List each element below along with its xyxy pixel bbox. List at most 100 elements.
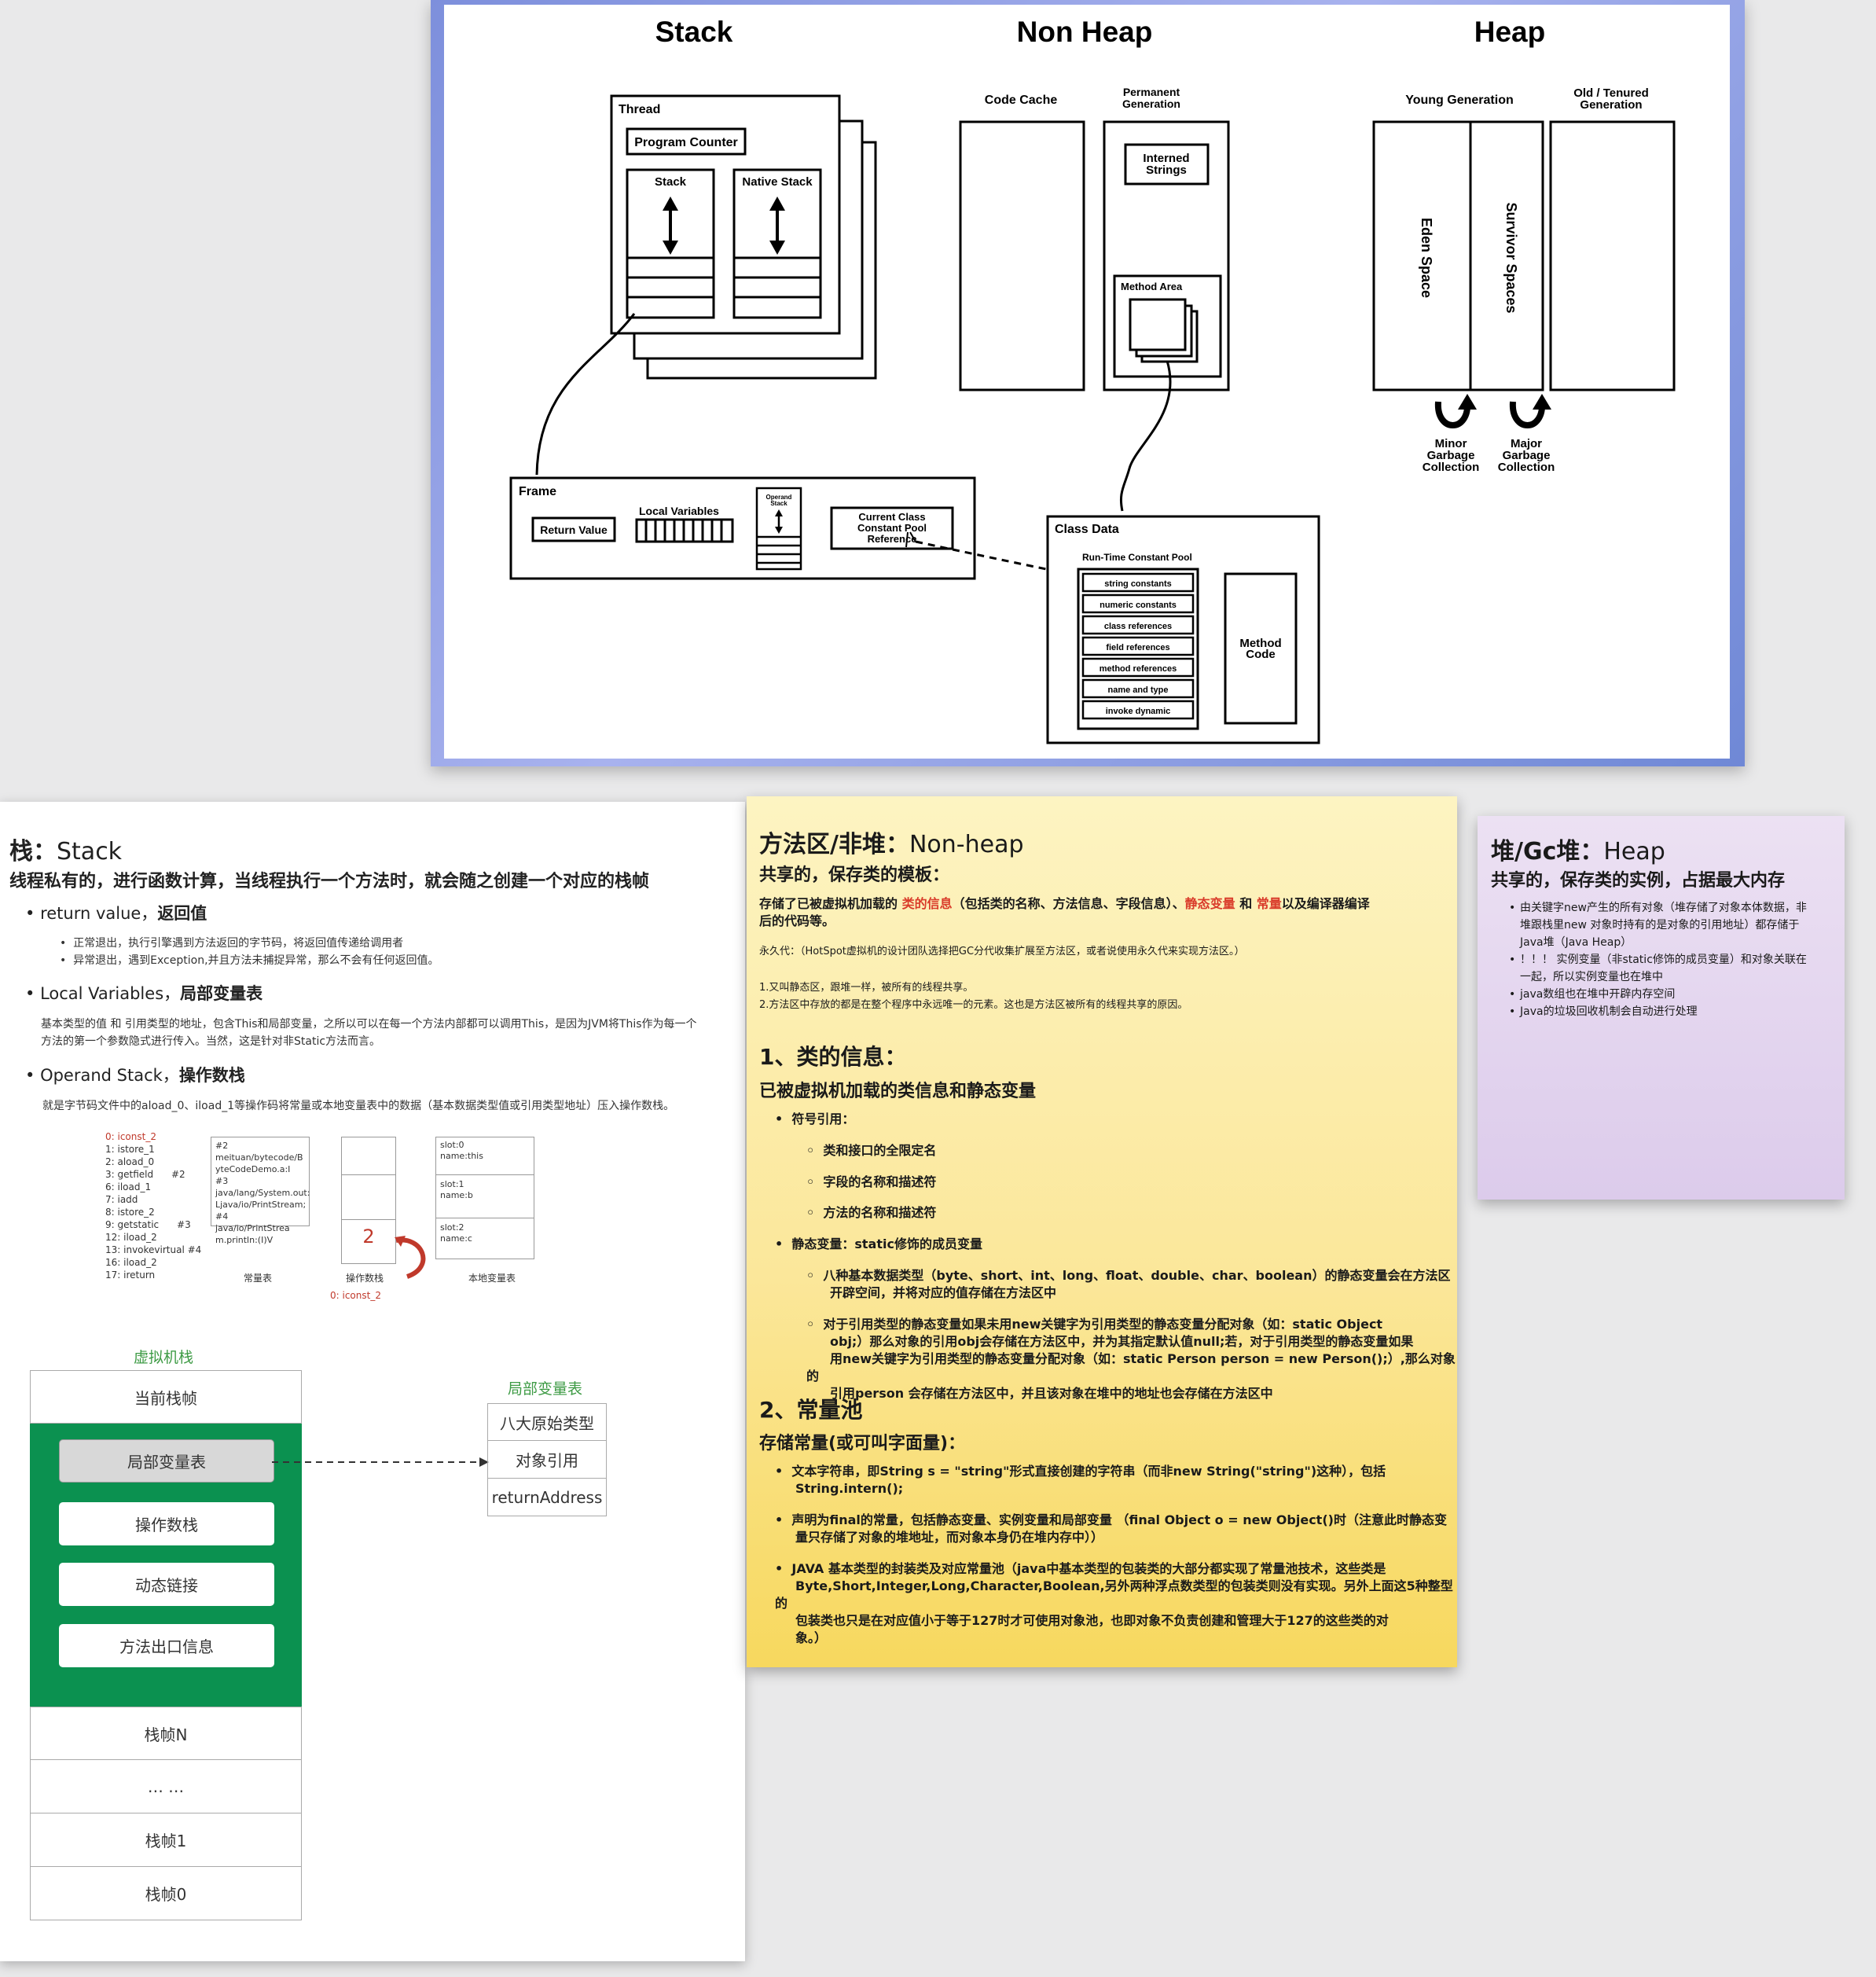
constant-pool-entry: #3 xyxy=(215,1176,229,1186)
constant-item-3: • JAVA 基本类型的封装类及对应常量池（java中基本类型的包装类的大部分都… xyxy=(775,1561,1453,1645)
static-item-2: ◦ 对于引用类型的静态变量如果未用new关键字为引用类型的静态变量分配对象（如：… xyxy=(806,1317,1456,1401)
slot-1-a: slot:1 xyxy=(440,1179,464,1189)
rv-en: return value， xyxy=(40,904,158,923)
symbol-item-3: ◦ 方法的名称和描述符 xyxy=(806,1205,937,1220)
rtcp-item-box xyxy=(1081,636,1195,656)
slot-2-b: name:c xyxy=(440,1233,472,1244)
static-var: • 静态变量：static修饰的成员变量 xyxy=(775,1237,982,1251)
method-code-label-2: Code xyxy=(1246,648,1276,661)
non-heap-intro: 存储了已被虚拟机加载的 类的信息（包括类的名称、方法信息、字段信息）、静态变量 … xyxy=(759,895,1451,930)
lvt-block: 局部变量表 xyxy=(59,1439,274,1483)
slot-1-b: name:b xyxy=(440,1190,473,1200)
c2-2: 量只存储了对象的堆地址，而对象本身仍在堆内存中）） xyxy=(795,1530,1104,1545)
current-frame-body: 局部变量表 操作数栈 动态链接 方法出口信息 xyxy=(30,1424,302,1707)
bytecode-line: 9: getstatic #3 xyxy=(105,1219,191,1230)
sym-item-1: 类和接口的全限定名 xyxy=(823,1143,937,1158)
c3-2: Byte,Short,Integer,Long,Character,Boolea… xyxy=(775,1578,1453,1611)
non-heap-subtitle: 共享的，保存类的模板： xyxy=(759,865,950,885)
non-heap-note-title: 方法区/非堆：Non-heap xyxy=(759,825,1024,859)
c3-1: JAVA 基本类型的封装类及对应常量池（java中基本类型的包装类的大部分都实现… xyxy=(791,1561,1386,1576)
slot-0-b: name:this xyxy=(440,1151,483,1161)
thread-label: Thread xyxy=(619,103,660,116)
rv-item-1: 正常退出，执行引擎遇到方法返回的字节码，将返回值传递给调用者 xyxy=(73,937,404,950)
p1-d: 以及编译器编译 xyxy=(1281,896,1370,911)
static-item-1: ◦ 八种基本数据类型（byte、short、int、long、float、dou… xyxy=(806,1268,1451,1300)
constant-pool-entry: java/io/PrintStrea xyxy=(215,1223,290,1233)
minor-gc-2: Garbage xyxy=(1427,449,1475,462)
major-gc-1: Major xyxy=(1511,437,1542,450)
method-area-connector xyxy=(1119,360,1172,512)
operand-caption: 0: iconst_2 xyxy=(330,1290,381,1301)
rv-item-2: 异常退出，遇到Exception,并且方法未捕捉异常，那么不会有任何返回值。 xyxy=(73,954,439,967)
static-a1: 八种基本数据类型（byte、short、int、long、float、doubl… xyxy=(823,1268,1451,1283)
interned-label-2: Strings xyxy=(1146,164,1187,177)
os-en: Operand Stack， xyxy=(40,1066,179,1085)
constant-pool-entry: #4 xyxy=(215,1211,229,1222)
local-variables-label: Local Variables xyxy=(639,505,719,517)
section-constant-pool-title: 2、常量池 xyxy=(759,1397,863,1423)
static-b4: 引用person 会存储在方法区中，并且该对象在堆中的地址也会存储在方法区中 xyxy=(830,1386,1273,1401)
stack-label: Stack xyxy=(655,175,687,189)
major-gc-2: Garbage xyxy=(1503,449,1551,462)
ccp-reference-box xyxy=(830,506,954,550)
survivor-label: Survivor Spaces xyxy=(1503,202,1519,313)
constant-pool-entry: meituan/bytecode/B xyxy=(215,1152,303,1163)
frame-n: 栈帧N xyxy=(30,1707,302,1760)
constant-item-2: • 声明为final的常量，包括静态变量、实例变量和局部变量 （final Ob… xyxy=(775,1512,1447,1545)
method-area-stack xyxy=(1129,298,1199,363)
rtcp-item-label: numeric constants xyxy=(1100,601,1177,610)
p1-e: 后的代码等。 xyxy=(759,913,835,928)
minor-gc-3: Collection xyxy=(1423,461,1480,474)
operand-heading: • Operand Stack，操作数栈 xyxy=(25,1066,245,1085)
program-counter-box xyxy=(626,127,747,156)
native-stack-label: Native Stack xyxy=(742,175,813,189)
method-area-label: Method Area xyxy=(1121,281,1183,292)
lv-cn: 局部变量表 xyxy=(180,984,263,1003)
symbol-item-1: ◦ 类和接口的全限定名 xyxy=(806,1143,937,1158)
bytecode-line: 1: istore_1 xyxy=(105,1144,155,1155)
interned-label-1: Interned xyxy=(1143,152,1189,165)
operand-stack-label-2: Stack xyxy=(770,500,787,507)
lvt-primitive-types: 八大原始类型 xyxy=(487,1403,607,1441)
nh-title-en: Non-heap xyxy=(909,831,1024,858)
perm-gen-label-1: Permanent xyxy=(1123,86,1180,98)
static-label: 静态变量：static修饰的成员变量 xyxy=(791,1237,982,1251)
symbol-item-2: ◦ 字段的名称和描述符 xyxy=(806,1174,937,1189)
rtcp-item-label: field references xyxy=(1106,643,1169,652)
static-b2: obj;）那么对象的引用obj会存储在方法区中，并为其指定默认值null;若，对… xyxy=(830,1334,1414,1349)
old-gen-label-1: Old / Tenured xyxy=(1573,86,1649,100)
local-vars-desc-1: 基本类型的值 和 引用类型的地址，包含This和局部变量，之所以可以在每一个方法… xyxy=(41,1018,697,1031)
jvm-memory-diagram: Stack Non Heap Heap Thread Program Count… xyxy=(444,5,1730,759)
bytecode-line: 3: getfield #2 xyxy=(105,1169,185,1180)
non-heap-title: Non Heap xyxy=(1017,16,1153,48)
constant-pool-label: 常量表 xyxy=(244,1273,273,1284)
ccp-label-2: Constant Pool xyxy=(857,522,927,534)
perm-gen-label-2: Generation xyxy=(1122,97,1180,110)
old-generation-box xyxy=(1549,120,1676,391)
operand-desc: 就是字节码文件中的aload_0、iload_1等操作码将常量或本地变量表中的数… xyxy=(42,1100,675,1112)
constant-pool-entry: Ljava/io/PrintStream; xyxy=(215,1200,307,1210)
c2-1: 声明为final的常量，包括静态变量、实例变量和局部变量 （final Obje… xyxy=(791,1512,1447,1527)
local-variable-table-label: 本地变量表 xyxy=(468,1273,516,1284)
operand-stack-label-1: Operand xyxy=(766,494,792,501)
local-vars-desc-2: 方法的第一个参数隐式进行传入。当然，这是针对非Static方法而言。 xyxy=(41,1035,381,1048)
c1-1: 文本字符串，即String s = "string"形式直接创建的字符串（而非n… xyxy=(791,1464,1386,1479)
bytecode-line: 16: iload_2 xyxy=(105,1257,157,1268)
heap-title-cn: 堆/Gc堆： xyxy=(1491,838,1604,865)
heap-note-item: •由关键字new产生的所有对象（堆存储了对象本体数据，非堆跟栈里new 对象时持… xyxy=(1509,902,1807,949)
frame-1: 栈帧1 xyxy=(30,1813,302,1867)
local-variables-box xyxy=(635,518,734,543)
return-value-label: Return Value xyxy=(540,524,608,536)
p1-class-info: 类的信息 xyxy=(901,896,953,911)
bytecode-line: 0: iconst_2 xyxy=(105,1131,156,1142)
bytecode-line: 13: invokevirtual #4 xyxy=(105,1244,202,1255)
sym-label: 符号引用： xyxy=(791,1112,855,1126)
lv-en: Local Variables， xyxy=(40,984,181,1003)
jvm-memory-svg: Stack Non Heap Heap Thread Program Count… xyxy=(509,16,1676,744)
operand-value: 2 xyxy=(362,1226,375,1248)
